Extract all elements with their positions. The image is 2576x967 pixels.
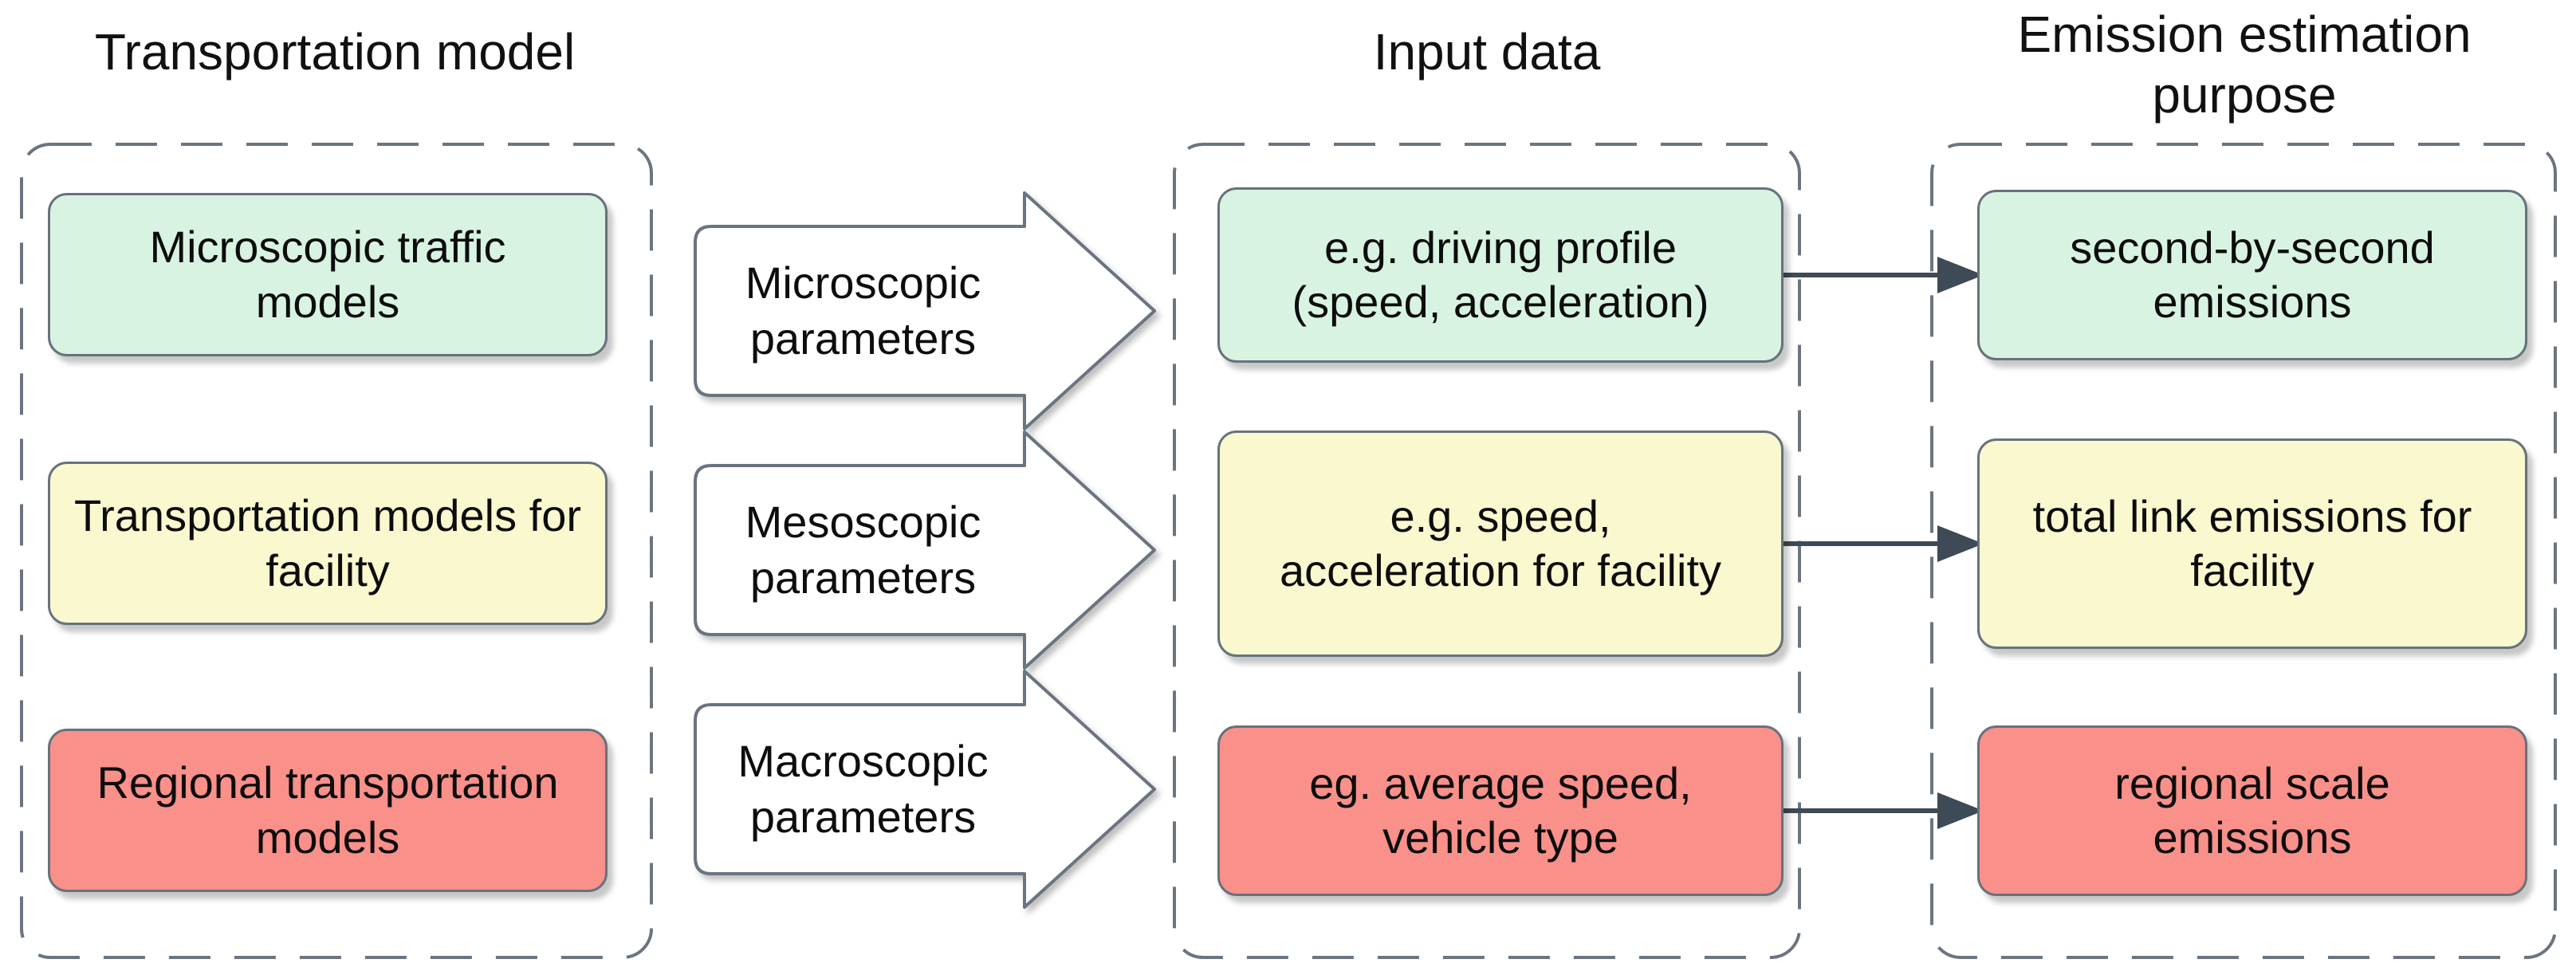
connector-arrow-row2: [1784, 525, 1984, 562]
mesoscopic-parameters-arrow-shape: [694, 430, 1156, 670]
label-mesoscopic-parameters: Mesoscopic parameters: [745, 497, 981, 603]
connector-arrow-row3: [1784, 792, 1984, 829]
box-purpose-total-link-emissions: total link emissions for facility: [1977, 438, 2527, 649]
box-input-speed-acceleration-facility: e.g. speed, acceleration for facility: [1217, 430, 1784, 657]
input-data-group-frame: [1173, 143, 1801, 959]
emission-purpose-group-frame: [1930, 143, 2557, 959]
box-purpose-regional-scale-emissions: regional scale emissions: [1977, 725, 2527, 896]
box-microscopic-traffic-models: Microscopic traffic models: [48, 193, 608, 356]
connector-arrow-row1: [1784, 257, 1984, 293]
box-input-average-speed-vehicle-type: eg. average speed, vehicle type: [1217, 725, 1784, 896]
microscopic-parameters-arrow-shape: [694, 191, 1156, 430]
macroscopic-parameters-arrow-shape: [694, 670, 1156, 909]
box-transportation-models-for-facility: Transportation models for facility: [48, 462, 608, 625]
column-header-emission-estimation-purpose: Emission estimation purpose: [2017, 6, 2472, 124]
column-header-transportation-model: Transportation model: [94, 23, 576, 81]
transportation-model-group-frame: [20, 143, 653, 959]
box-regional-transportation-models: Regional transportation models: [48, 729, 608, 892]
box-purpose-second-by-second-emissions: second-by-second emissions: [1977, 190, 2527, 360]
box-input-driving-profile: e.g. driving profile (speed, acceleratio…: [1217, 187, 1784, 363]
label-microscopic-parameters: Microscopic parameters: [745, 257, 981, 364]
column-header-input-data: Input data: [1373, 23, 1601, 81]
label-macroscopic-parameters: Macroscopic parameters: [737, 736, 989, 842]
